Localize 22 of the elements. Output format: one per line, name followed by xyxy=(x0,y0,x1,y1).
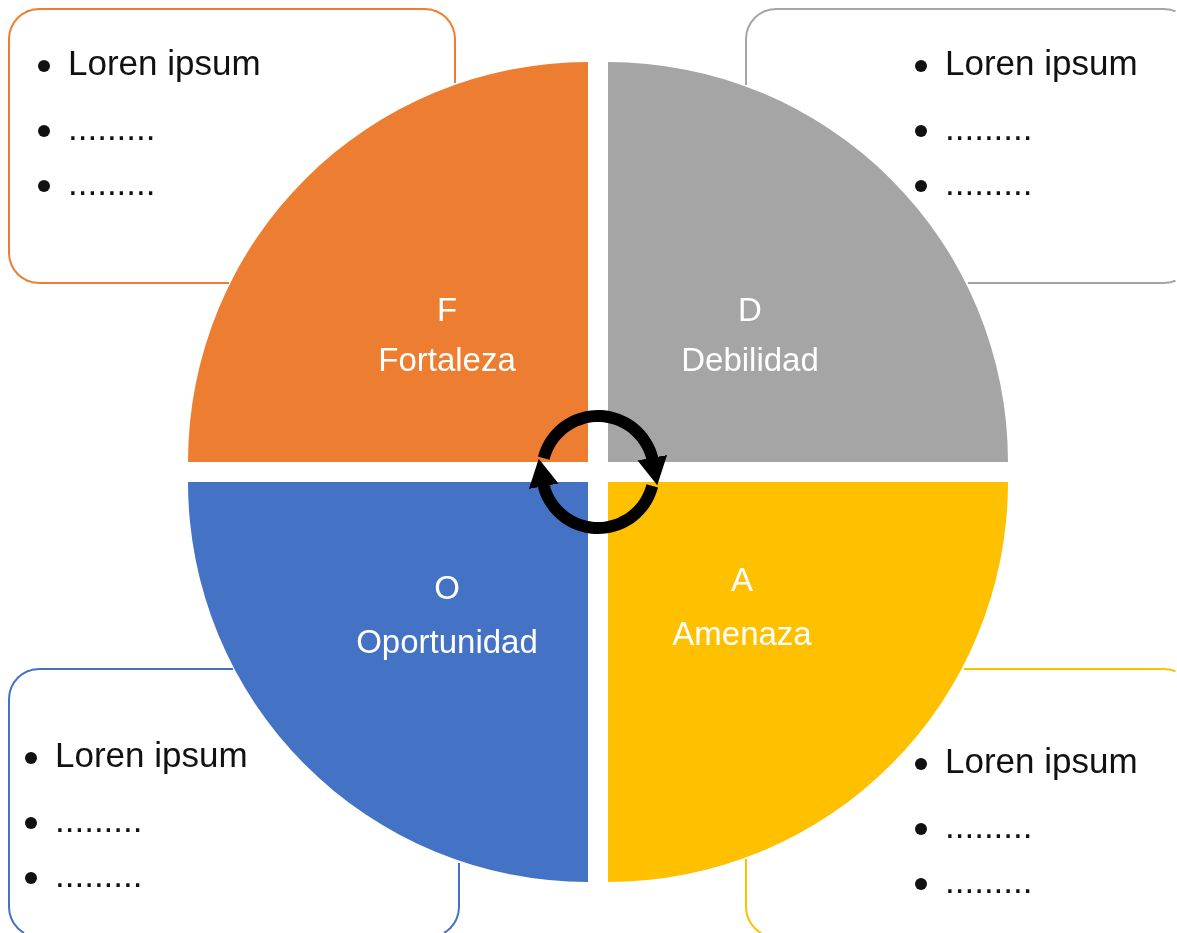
list-item: ......... xyxy=(68,164,156,203)
cycle-arrow xyxy=(528,458,658,534)
list-item: Loren ipsum xyxy=(945,742,1138,781)
quadrant-label: Debilidad xyxy=(681,342,819,379)
quadrant-label: Oportunidad xyxy=(356,624,538,661)
list-item: Loren ipsum xyxy=(945,44,1138,83)
quadrant-letter: A xyxy=(731,562,753,599)
list-item: ......... xyxy=(55,856,143,895)
list-item: ......... xyxy=(945,164,1033,203)
quadrant-letter: F xyxy=(436,292,458,329)
list-item: Loren ipsum xyxy=(68,44,261,83)
quadrant-label: Fortaleza xyxy=(378,342,516,379)
list-item: ......... xyxy=(945,109,1033,148)
list-item: ......... xyxy=(945,862,1033,901)
quadrant-letter: O xyxy=(434,570,460,607)
quadrant-label: Amenaza xyxy=(672,616,812,653)
list-item: ......... xyxy=(68,109,156,148)
cycle-arrow xyxy=(538,410,668,486)
list-item: Loren ipsum xyxy=(55,736,248,775)
list-item: ......... xyxy=(945,807,1033,846)
list-item: ......... xyxy=(55,801,143,840)
quadrant-letter: D xyxy=(738,292,762,329)
